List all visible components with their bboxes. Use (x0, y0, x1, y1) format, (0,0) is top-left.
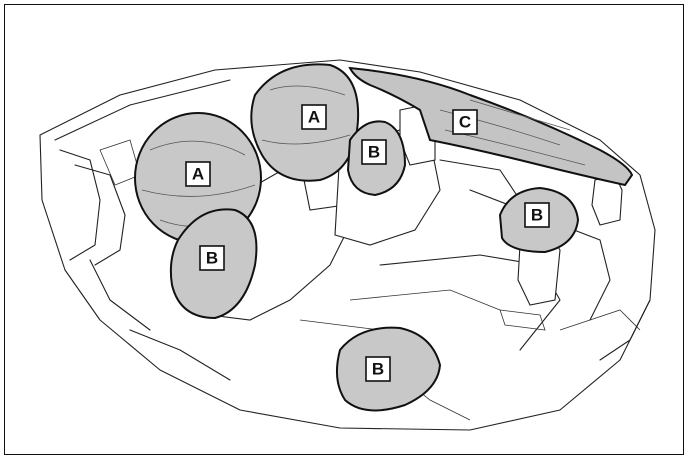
label-a-passenger: A (301, 104, 327, 130)
label-b-rear-right: B (524, 202, 550, 228)
label-a-driver: A (185, 161, 211, 187)
svg-text:B: B (368, 143, 380, 162)
svg-text:A: A (308, 108, 320, 127)
svg-text:C: C (459, 113, 471, 132)
svg-text:B: B (372, 360, 384, 379)
label-b-passenger: B (361, 139, 387, 165)
svg-text:B: B (206, 249, 218, 268)
svg-text:A: A (192, 165, 204, 184)
label-c-curtain: C (452, 109, 478, 135)
svg-text:B: B (531, 206, 543, 225)
label-b-rear-left: B (365, 356, 391, 382)
label-b-driver: B (199, 245, 225, 271)
